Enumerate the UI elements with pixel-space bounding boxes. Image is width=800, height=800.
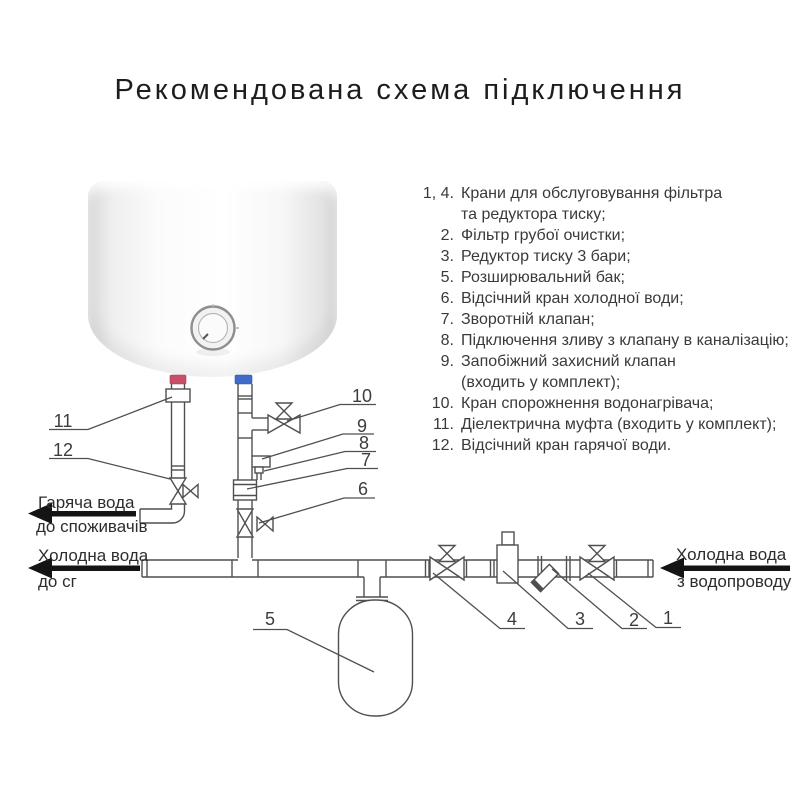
filter-2	[530, 556, 571, 593]
callout-8: 8	[358, 433, 369, 453]
legend-text: Кран спорожнення водонагрівача;	[461, 395, 714, 412]
legend-item-8: 8. Підключення зливу з клапану в каналіз…	[414, 330, 800, 351]
legend-text: Діелектрична муфта (входить у комплект);	[461, 416, 777, 433]
cold-water-in-arrow-icon	[660, 557, 790, 579]
callout-1: 1	[662, 608, 673, 628]
hot-outlet-elbow	[139, 504, 186, 524]
legend-num: 1, 4.	[422, 185, 454, 202]
legend-num: 2.	[440, 227, 454, 244]
legend-text: Зворотній клапан;	[461, 311, 595, 328]
legend-item-6: 6. Відсічний кран холодної води;	[414, 288, 800, 309]
drain-connection-8	[254, 466, 264, 480]
callout-10: 10	[351, 386, 373, 406]
legend-num: 11.	[432, 416, 454, 433]
drain-valve-10	[252, 402, 301, 435]
legend: 1, 4. Крани для обслуговування фільтра т…	[414, 183, 800, 456]
legend-num: 9.	[440, 353, 454, 370]
legend-item-1-4: 1, 4. Крани для обслуговування фільтра т…	[414, 183, 800, 225]
hot-water-label-line2: до споживачів	[36, 517, 148, 536]
cold-water-out-label-line2: до сг	[38, 572, 77, 591]
legend-text: Крани для обслуговування фільтра	[461, 185, 723, 202]
service-valve-1	[579, 544, 615, 582]
callout-2: 2	[628, 610, 639, 630]
flow-arrows	[28, 503, 790, 579]
callout-leader-lines	[49, 396, 681, 673]
legend-text: (входить у комплект);	[461, 374, 621, 391]
legend-text: та редуктора тиску;	[461, 206, 606, 223]
hot-water-arrow-icon	[28, 503, 136, 524]
callout-9: 9	[356, 416, 367, 436]
pressure-reducer-3	[496, 531, 519, 584]
cold-water-in-label-line2: з водопроводу	[677, 572, 792, 591]
legend-num: 10.	[431, 395, 454, 412]
dielectric-coupling-11	[165, 388, 191, 403]
legend-item-12: 12. Відсічний кран гарячої води.	[414, 435, 800, 456]
legend-num: 8.	[440, 332, 454, 349]
cold-water-out-arrow-icon	[28, 557, 140, 579]
legend-text: Фільтр грубої очистки;	[461, 227, 626, 244]
legend-text: Запобіжний захисний клапан	[461, 353, 676, 370]
hot-outlet-ring	[169, 374, 187, 385]
legend-item-2: 2. Фільтр грубої очистки;	[414, 225, 800, 246]
legend-item-3: 3. Редуктор тиску 3 бари;	[414, 246, 800, 267]
legend-num: 12.	[431, 437, 454, 454]
cold-outlet-ring	[234, 374, 253, 385]
callout-12: 12	[52, 440, 74, 460]
callout-11: 11	[53, 411, 73, 431]
legend-num: 5.	[440, 269, 454, 286]
hot-shutoff-valve-12	[168, 477, 199, 505]
legend-text: Розширювальний бак;	[461, 269, 625, 286]
callout-7: 7	[360, 450, 371, 470]
legend-num: 3.	[440, 248, 454, 265]
legend-item-10: 10. Кран спорожнення водонагрівача;	[414, 393, 800, 414]
expansion-tank-5	[337, 577, 414, 717]
hot-water-label-line1: Гаряча вода	[38, 493, 135, 512]
legend-num: 6.	[440, 290, 454, 307]
callout-6: 6	[357, 479, 368, 499]
legend-text: Редуктор тиску 3 бари;	[461, 248, 631, 265]
callout-5: 5	[264, 609, 275, 629]
thermostat-knob	[190, 304, 239, 356]
legend-text: Підключення зливу з клапану в каналізаці…	[461, 332, 789, 349]
legend-item-9: 9. Запобіжний захисний клапан (входить у…	[414, 351, 800, 393]
check-valve-7	[232, 479, 258, 501]
legend-text: Відсічний кран гарячої води.	[461, 437, 672, 454]
callout-3: 3	[574, 609, 585, 629]
legend-text: Відсічний кран холодної води;	[461, 290, 684, 307]
legend-item-11: 11. Діелектрична муфта (входить у компле…	[414, 414, 800, 435]
callout-4: 4	[506, 609, 517, 629]
legend-num: 7.	[440, 311, 454, 328]
cold-shutoff-valve-6	[235, 508, 274, 538]
page-title: Рекомендована схема підключення	[114, 74, 686, 106]
legend-item-7: 7. Зворотній клапан;	[414, 309, 800, 330]
cold-water-out-label-line1: Холодна вода	[38, 546, 149, 565]
cold-supply-pipe	[141, 559, 654, 578]
cold-water-in-label-line1: Холодна вода	[676, 545, 787, 564]
legend-item-5: 5. Розширювальний бак;	[414, 267, 800, 288]
